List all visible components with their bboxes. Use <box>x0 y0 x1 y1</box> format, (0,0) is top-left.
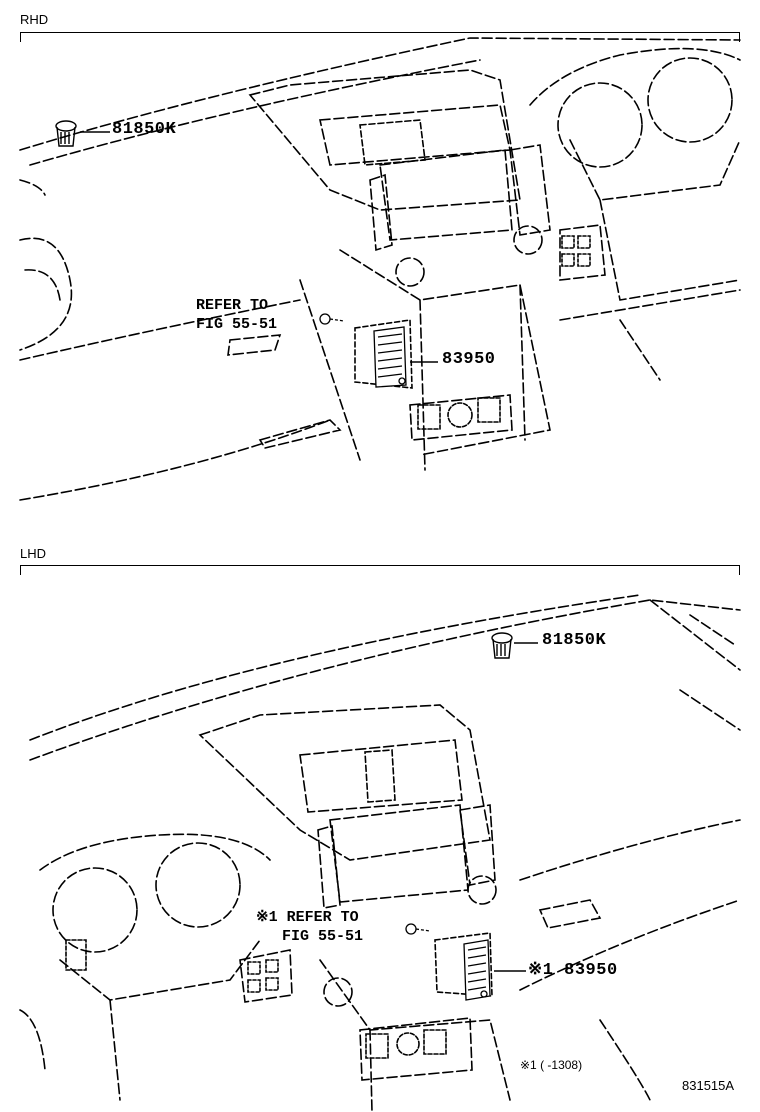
rhd-screw-icon <box>319 313 345 325</box>
lhd-module-part-number: ※1 83950 <box>528 961 618 980</box>
lhd-dashboard-drawing <box>19 594 741 1112</box>
lhd-refer-line2: FIG 55-51 <box>282 928 364 945</box>
rhd-module-part-number: 83950 <box>442 350 496 369</box>
lhd-screw-icon <box>405 923 431 935</box>
rhd-frame-tick-right <box>739 32 740 42</box>
rhd-refer-line2: FIG 55-51 <box>196 316 278 333</box>
lhd-switch-module-icon <box>463 939 491 1001</box>
footnote: ※1 ( -1308) <box>520 1058 583 1072</box>
lhd-refer-line1: ※1 REFER TO <box>256 909 359 926</box>
lhd-frame-tick-left <box>20 565 21 575</box>
lhd-frame-line <box>20 565 740 566</box>
rhd-refer-line1: REFER TO <box>196 297 269 314</box>
lhd-frame-tick-right <box>739 565 740 575</box>
lhd-clip-icon <box>491 632 513 659</box>
rhd-clip-leader <box>80 131 110 133</box>
rhd-section-label: RHD <box>20 12 49 27</box>
rhd-switch-module-icon <box>373 326 407 388</box>
lhd-section-label: LHD <box>20 546 47 561</box>
rhd-clip-part-number: 81850K <box>112 120 177 139</box>
lhd-clip-leader <box>514 642 538 644</box>
rhd-frame-tick-left <box>20 32 21 42</box>
rhd-dashboard-drawing <box>19 37 741 501</box>
rhd-clip-icon <box>55 120 77 147</box>
diagram-code: 831515A <box>682 1078 735 1093</box>
lhd-refer-text: ※1 REFER TO FIG 55-51 <box>256 908 363 946</box>
lhd-module-leader <box>494 970 526 972</box>
rhd-panel: RHD <box>0 0 760 520</box>
rhd-refer-text: REFER TO FIG 55-51 <box>196 296 277 334</box>
lhd-panel: LHD <box>0 540 760 1112</box>
rhd-frame-line <box>20 32 740 33</box>
rhd-module-leader <box>410 361 438 363</box>
lhd-clip-part-number: 81850K <box>542 631 607 650</box>
